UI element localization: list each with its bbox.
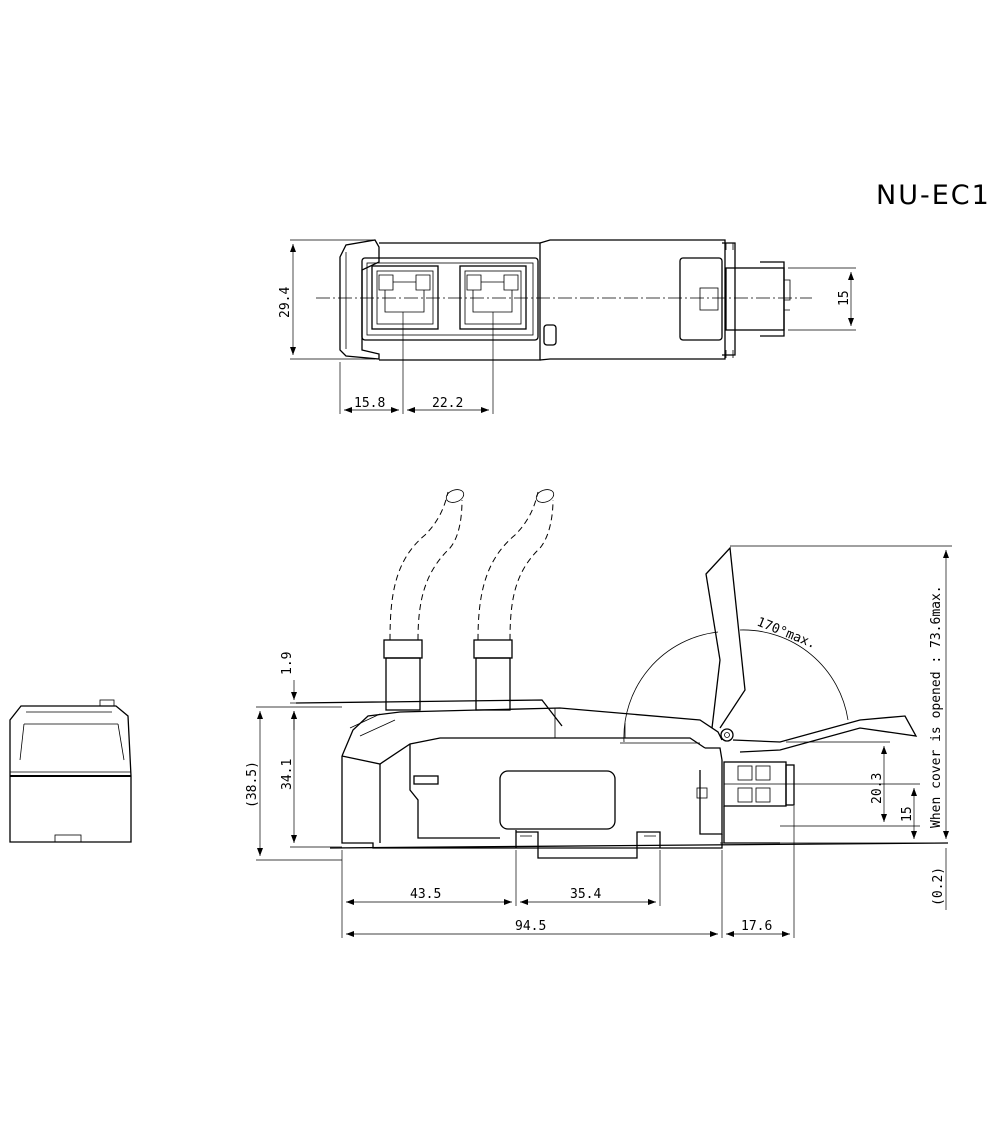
dim-body-length-94-5: 94.5 [515,919,546,934]
dim-base-gap-0-2: (0.2) [931,867,946,906]
side-view: 170°max. 1.9 (38.5) 34.1 43.5 35.4 94.5 … [245,489,952,938]
dim-connector-15: 15 [837,290,852,306]
dim-rail-width-35-4: 35.4 [570,887,601,902]
cover-open-height-label: When cover is opened : 73.6max. [929,585,944,828]
dim-body-34-1: 34.1 [280,759,295,790]
dim-terminal-center-15: 15 [900,806,915,822]
dim-connector-length-17-6: 17.6 [741,919,772,934]
dim-port-pitch-22-2: 22.2 [432,396,463,411]
dim-rail-offset-43-5: 43.5 [410,887,441,902]
dim-port-offset-15-8: 15.8 [354,396,385,411]
dim-height-29-4: 29.4 [278,287,293,318]
top-view: 29.4 15 15.8 22.2 [278,239,856,414]
dim-overall-38-5: (38.5) [245,761,260,808]
model-title: NU-EC1 [876,180,991,211]
dim-top-1-9: 1.9 [280,652,295,675]
cover-angle-label: 170°max. [755,615,819,652]
rj45-port-1 [371,265,439,330]
dim-terminal-20-3: 20.3 [870,773,885,804]
end-view [9,699,132,843]
